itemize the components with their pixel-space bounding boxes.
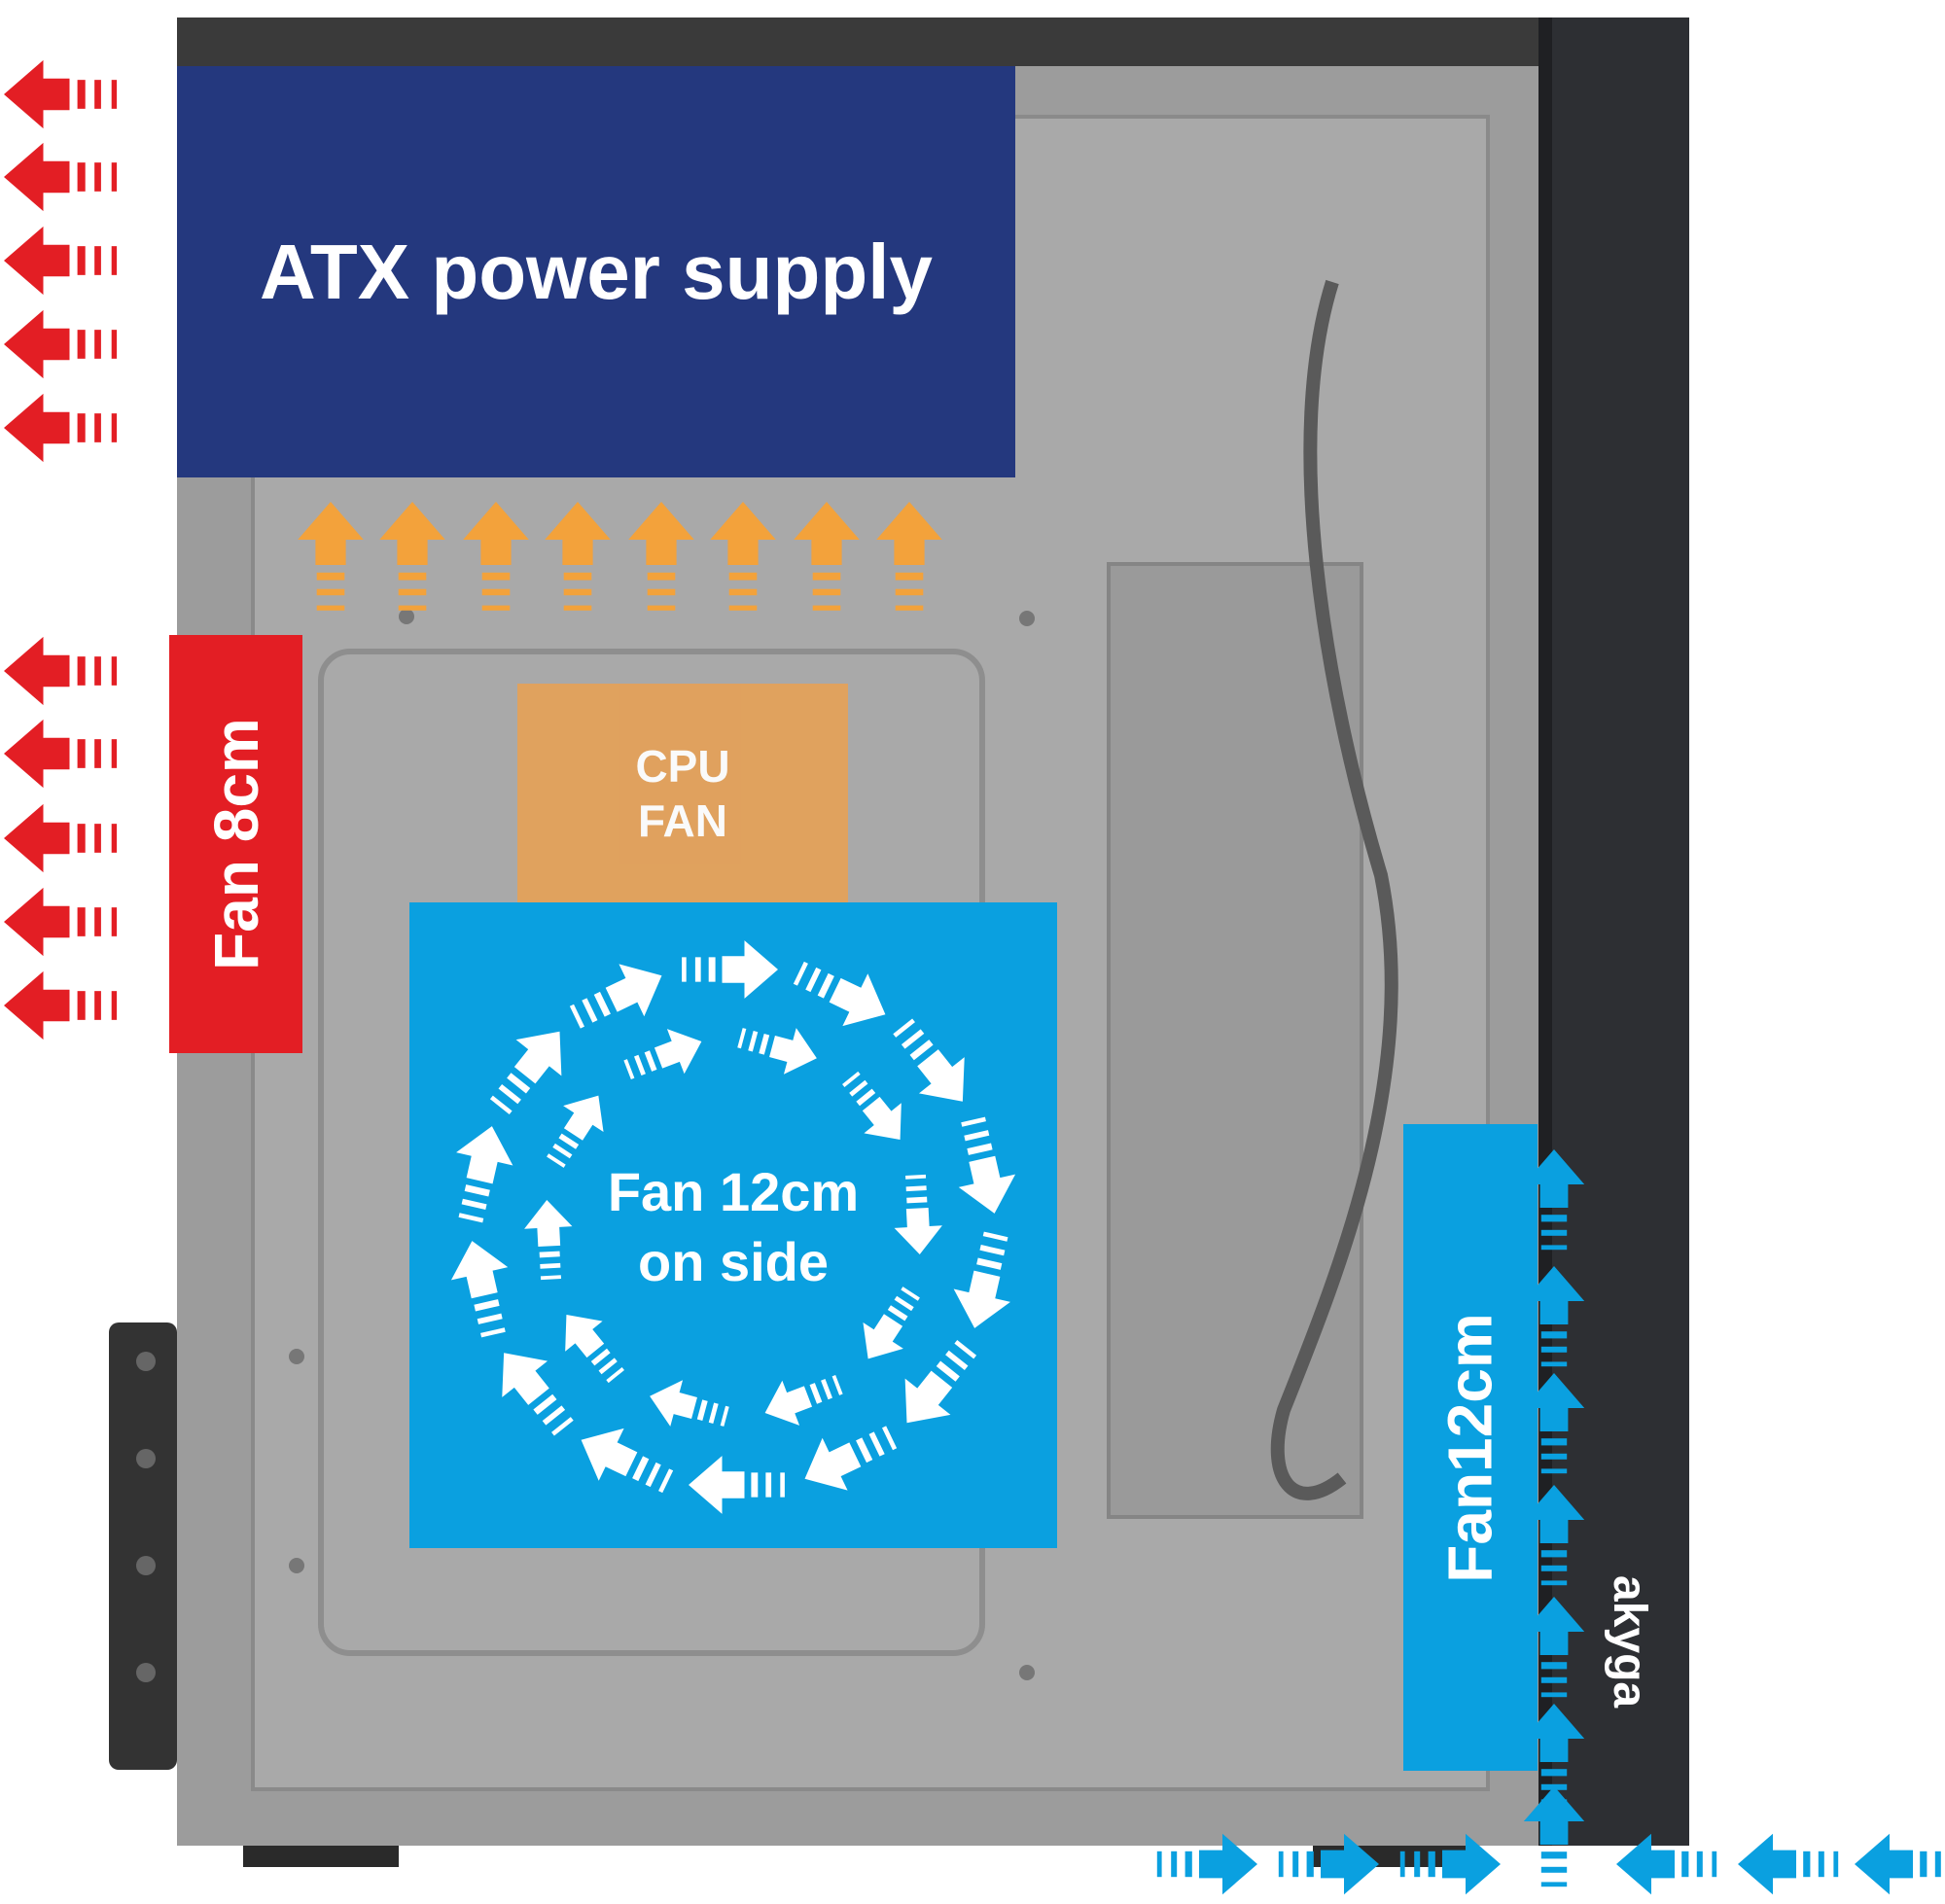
screw	[136, 1352, 156, 1371]
swirl-arrow-icon	[764, 1374, 843, 1426]
swirl-arrow-icon	[650, 1380, 729, 1427]
bottom-intake-arrow-left-icon	[1738, 1833, 1839, 1895]
exhaust-arrow-icon	[3, 393, 118, 463]
cpu-fan-text-line1: CPU	[635, 740, 730, 792]
swirl-arrow-icon	[547, 1095, 604, 1168]
cpu-fan-label: CPU FAN	[517, 684, 848, 902]
swirl-arrow-icon	[804, 1426, 898, 1491]
screw	[136, 1449, 156, 1468]
front-intake-arrow-icon	[1523, 1148, 1585, 1251]
swirl-arrow-icon	[904, 1339, 977, 1424]
rear-io-bracket	[109, 1322, 177, 1770]
screw	[136, 1556, 156, 1575]
swirl-arrow-icon	[456, 1126, 513, 1223]
bottom-intake-arrow-left-icon	[1616, 1833, 1717, 1895]
swirl-arrow-icon	[569, 964, 662, 1029]
exhaust-arrow-icon	[3, 719, 118, 789]
front-intake-arrow-icon	[1523, 1265, 1585, 1367]
atx-power-supply-text: ATX power supply	[260, 228, 933, 315]
side-fan-panel	[409, 902, 1057, 1548]
psu-intake-arrow-icon	[379, 502, 445, 611]
swirl-arrow-icon	[450, 1241, 509, 1338]
psu-intake-arrow-icon	[298, 502, 364, 611]
atx-power-supply-label: ATX power supply	[177, 66, 1015, 477]
drive-bay	[1107, 562, 1363, 1519]
exhaust-arrow-icon	[3, 226, 118, 296]
exhaust-arrow-icon	[3, 970, 118, 1040]
swirl-arrow-icon	[489, 1031, 562, 1115]
psu-intake-arrow-icon	[710, 502, 776, 611]
screw	[289, 1558, 304, 1573]
exhaust-arrow-icon	[3, 142, 118, 212]
case-top-edge	[177, 18, 1538, 66]
swirl-arrow-icon	[524, 1199, 573, 1281]
exhaust-arrow-icon	[3, 59, 118, 129]
cpu-fan-text-line2: FAN	[638, 794, 727, 846]
swirl-arrow-icon	[863, 1287, 920, 1359]
swirl-arrow-icon	[958, 1116, 1016, 1214]
swirl-arrow-icon	[623, 1029, 702, 1080]
swirl-arrow-icon	[893, 1018, 965, 1102]
side-fan-label: Fan 12cm on side	[409, 1157, 1057, 1297]
swirl-arrow-icon	[565, 1315, 624, 1384]
swirl-arrow-icon	[682, 940, 778, 999]
psu-intake-arrow-icon	[628, 502, 694, 611]
front-fan-text: Fan12cm	[1435, 1312, 1505, 1583]
screw	[289, 1349, 304, 1364]
screw	[1019, 1665, 1035, 1680]
swirl-arrow-icon	[502, 1353, 574, 1436]
rear-fan-label: Fan 8cm	[169, 635, 302, 1053]
swirl-arrow-icon	[793, 961, 886, 1027]
swirl-arrow-icon	[737, 1028, 817, 1075]
swirl-arrow-icon	[581, 1428, 674, 1494]
bottom-intake-arrow-right-icon	[1278, 1833, 1379, 1895]
exhaust-arrow-icon	[3, 636, 118, 706]
screw	[1019, 611, 1035, 626]
exhaust-arrow-icon	[3, 803, 118, 873]
bottom-intake-arrow-right-icon	[1399, 1833, 1501, 1895]
swirl-arrow-icon	[842, 1071, 902, 1140]
front-fan-label: Fan12cm	[1403, 1124, 1538, 1771]
swirl-arrow-icon	[689, 1456, 785, 1514]
bottom-intake-arrow-left-icon	[1855, 1833, 1941, 1895]
front-intake-arrow-icon	[1523, 1596, 1585, 1698]
front-intake-arrow-icon	[1523, 1484, 1585, 1586]
screw	[399, 609, 414, 624]
cable-bundle	[1270, 279, 1398, 1500]
side-fan-text-line2: on side	[637, 1231, 830, 1292]
psu-intake-arrow-icon	[463, 502, 529, 611]
side-fan-text-line1: Fan 12cm	[607, 1161, 860, 1222]
front-intake-arrow-icon	[1523, 1785, 1585, 1887]
front-intake-arrow-icon	[1523, 1372, 1585, 1474]
psu-intake-arrow-icon	[545, 502, 611, 611]
screw	[136, 1663, 156, 1682]
swirl-arrow-icon	[953, 1231, 1010, 1328]
bottom-intake-arrow-right-icon	[1156, 1833, 1257, 1895]
exhaust-arrow-icon	[3, 887, 118, 957]
exhaust-arrow-icon	[3, 309, 118, 379]
brand-logo: akyga	[1604, 1575, 1655, 1708]
psu-intake-arrow-icon	[794, 502, 860, 611]
swirl-arrow-icon	[894, 1174, 942, 1255]
case-foot	[243, 1846, 399, 1867]
psu-intake-arrow-icon	[876, 502, 942, 611]
